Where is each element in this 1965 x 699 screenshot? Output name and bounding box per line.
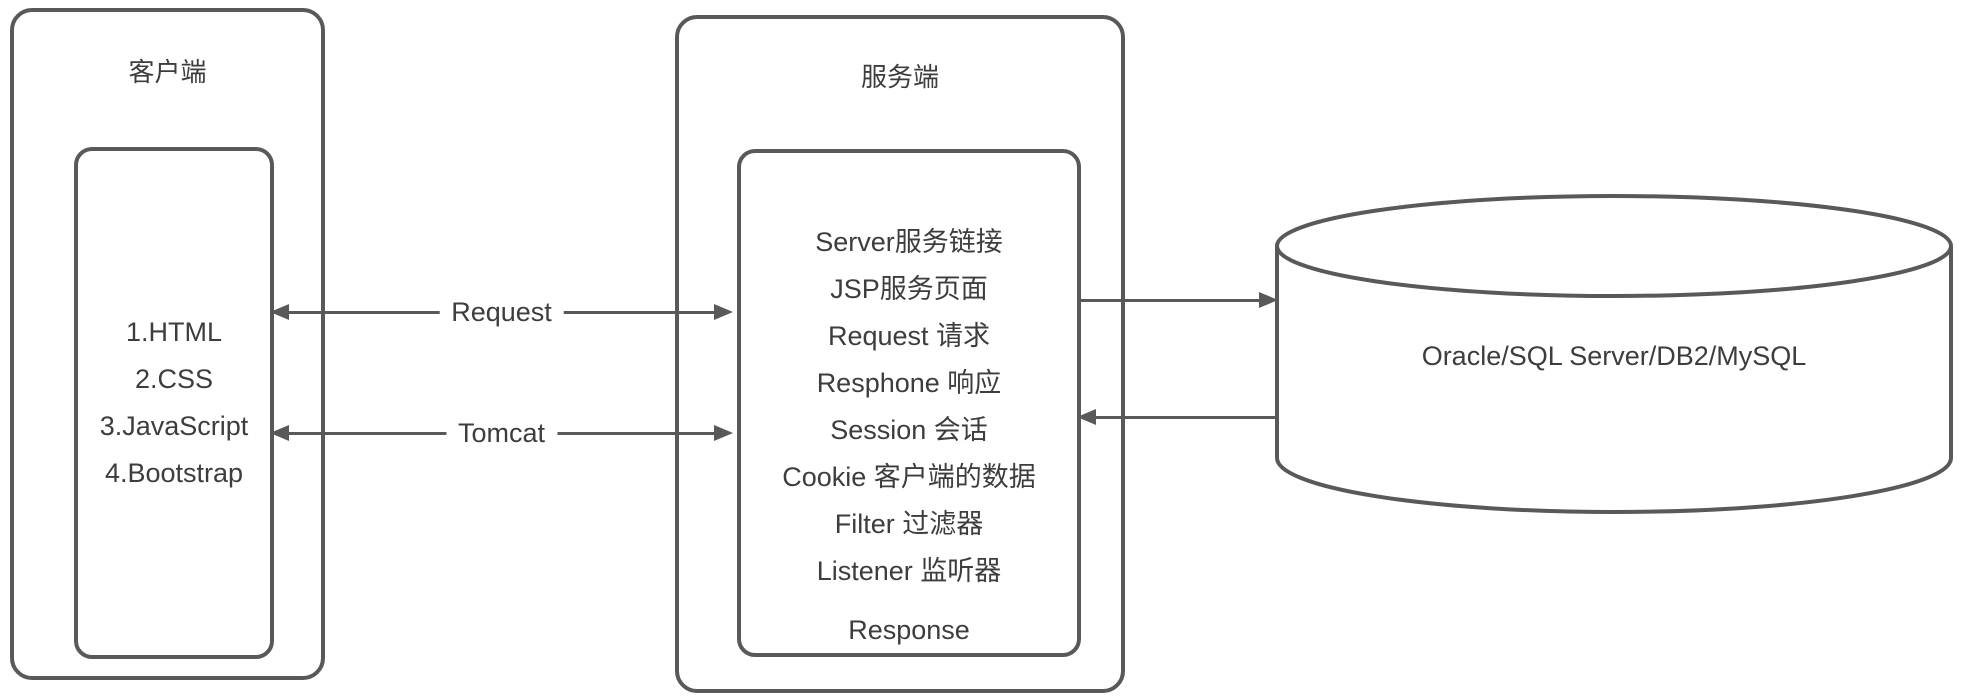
server-component-item: Request 请求: [827, 321, 991, 351]
server-component-item: Response: [848, 615, 970, 645]
client-box: 客户端 1.HTML 2.CSS 3.JavaScript 4.Bootstra…: [10, 8, 325, 680]
tomcat-label: Tomcat: [445, 416, 558, 450]
server-component-item: Session 会话: [830, 415, 988, 445]
server-component-item: Resphone 响应: [816, 368, 1002, 398]
database-cylinder-icon: [1275, 194, 1953, 514]
arrowhead-right-icon: [714, 304, 733, 320]
tomcat-connector: Tomcat: [270, 416, 733, 450]
arrowhead-right-icon: [1259, 292, 1278, 308]
db-to-server-connector: [1077, 409, 1278, 425]
request-connector: Request: [270, 295, 733, 329]
server-to-db-connector: [1077, 292, 1278, 308]
client-tech-item: 1.HTML: [125, 317, 223, 347]
client-tech-item: 3.JavaScript: [99, 411, 249, 441]
arrowhead-right-icon: [714, 425, 733, 441]
server-box: 服务端 Server服务链接 JSP服务页面 Request 请求 Respho…: [675, 15, 1125, 693]
client-tech-item: 2.CSS: [134, 364, 214, 394]
server-title: 服务端: [860, 62, 939, 92]
arrowhead-left-icon: [270, 425, 289, 441]
client-tech-item: 4.Bootstrap: [104, 458, 244, 488]
arrowhead-left-icon: [1077, 409, 1096, 425]
client-tech-box: 1.HTML 2.CSS 3.JavaScript 4.Bootstrap: [74, 147, 274, 659]
database-label: Oracle/SQL Server/DB2/MySQL: [1421, 341, 1807, 371]
client-tech-list: 1.HTML 2.CSS 3.JavaScript 4.Bootstrap: [78, 151, 270, 655]
server-component-item: Server服务链接: [815, 227, 1003, 257]
server-component-item: Cookie 客户端的数据: [782, 462, 1036, 492]
server-component-item: Filter 过滤器: [834, 509, 984, 539]
arrowhead-left-icon: [270, 304, 289, 320]
connector-line: [1093, 415, 1278, 419]
server-components-box: Server服务链接 JSP服务页面 Request 请求 Resphone 响…: [737, 149, 1081, 657]
server-component-item: JSP服务页面: [830, 274, 988, 304]
connector-line: [1077, 298, 1262, 302]
client-title: 客户端: [128, 57, 207, 87]
server-component-item: Listener 监听器: [816, 556, 1002, 586]
request-label: Request: [439, 295, 564, 329]
server-components-list: Server服务链接 JSP服务页面 Request 请求 Resphone 响…: [741, 153, 1077, 654]
